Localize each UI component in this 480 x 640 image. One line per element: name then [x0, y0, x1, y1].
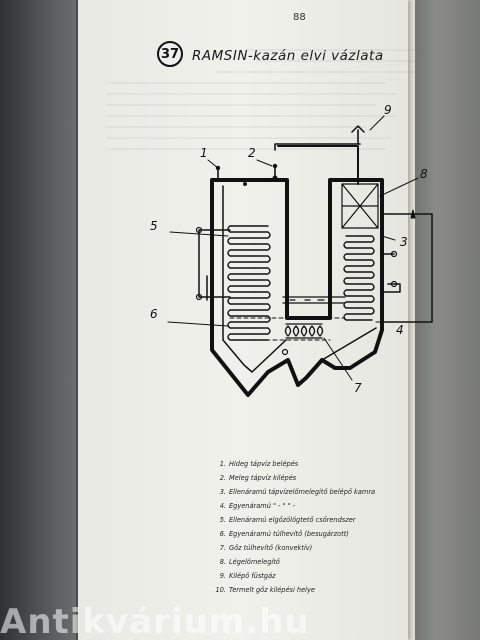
figure-number-badge: 37 — [157, 41, 183, 67]
legend-item: 5.Ellenáramú elgőzölögtető csőrendszer — [219, 516, 356, 524]
legend-item: 6.Egyenáramú túlhevítő (besugárzott) — [219, 530, 349, 538]
bleed-through-text — [86, 40, 426, 600]
callout-8: 8 — [420, 167, 428, 181]
callout-2: 2 — [248, 146, 256, 160]
dashed-lines — [229, 317, 346, 341]
legend-item: 8.Légelőmelegítő — [219, 558, 280, 566]
callout-5: 5 — [150, 219, 158, 233]
background-right — [406, 0, 480, 640]
callout-1: 1 — [200, 146, 208, 160]
figure-title: RAMSIN-kazán elvi vázlata — [192, 48, 384, 64]
left-piping — [198, 229, 231, 301]
legend-item: 3.Ellenáramú tápvízelőmelegítő belépő ka… — [219, 488, 376, 496]
page-number: 88 — [293, 12, 306, 23]
convective-superheater — [284, 323, 324, 339]
connection-pipes — [282, 296, 346, 304]
right-piping — [381, 213, 433, 323]
flue-gas-pipe — [277, 145, 359, 185]
legend-item: 7.Gőz túlhevítő (konvektív) — [219, 544, 313, 552]
callout-4: 4 — [396, 323, 404, 337]
inner-wall — [222, 185, 377, 373]
boiler-wall — [210, 178, 384, 397]
legend-item: 2.Meleg tápvíz kilépés — [219, 474, 297, 482]
callout-3: 3 — [400, 235, 408, 249]
evaporator-coil — [227, 225, 271, 341]
callout-7: 7 — [354, 381, 362, 395]
legend-item: 1.Hideg tápvíz belépés — [219, 460, 299, 468]
legend-item: 9.Kilépő füstgáz — [219, 572, 276, 580]
feed-pipe — [217, 129, 361, 181]
callout-6: 6 — [150, 307, 158, 321]
economizer-coil — [343, 235, 375, 321]
air-preheater — [341, 183, 379, 229]
callout-9: 9 — [384, 103, 392, 117]
legend-item: 4.Egyenáramú " - " " - — [219, 502, 296, 510]
legend-item: 10.Termelt gőz kilépési helye — [215, 586, 315, 594]
background-left — [0, 0, 76, 640]
watermark: Antikvárium.hu — [0, 602, 310, 640]
